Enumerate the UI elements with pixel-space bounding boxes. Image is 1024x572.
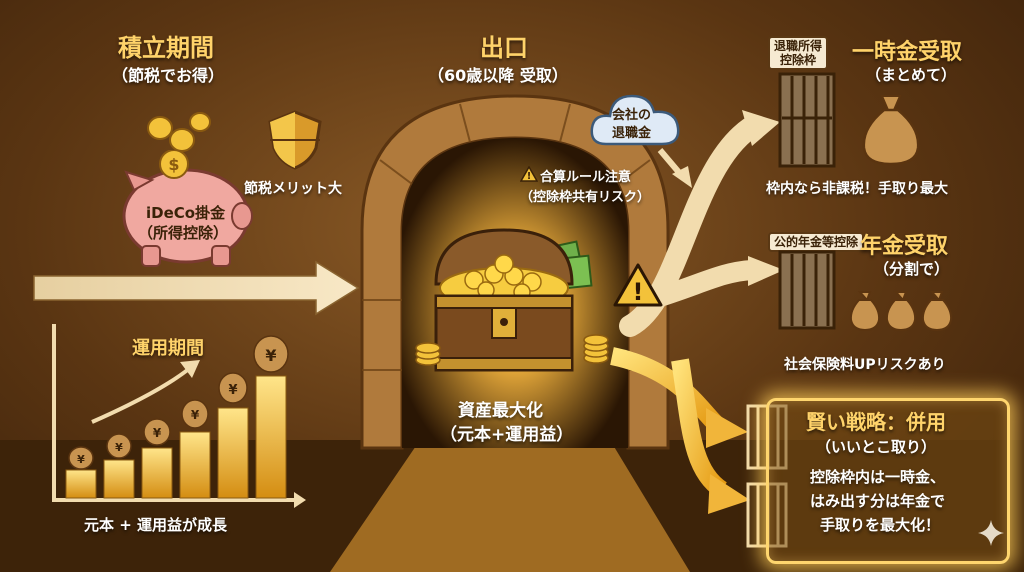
- gate-icon: [778, 72, 836, 168]
- treasure-chest-icon: [415, 228, 609, 372]
- warning-line2: （控除枠共有リスク）: [520, 190, 651, 205]
- accumulation-subtitle: （節税でお得）: [112, 66, 225, 85]
- strategy-line1: 控除枠内は一時金、: [810, 468, 946, 486]
- svg-text:!: !: [527, 171, 532, 182]
- svg-text:¥: ¥: [265, 346, 276, 365]
- svg-text:!: !: [633, 278, 644, 306]
- money-bag-icon: [68, 335, 289, 470]
- piggy-label-line2: （所得控除）: [138, 224, 229, 242]
- growth-bar: [179, 431, 211, 499]
- pension-title: 年金受取: [860, 234, 949, 259]
- strategy-line3: 手取りを最大化！: [820, 516, 941, 534]
- exit-title: 出口: [480, 34, 528, 62]
- lump-sum-subtitle: （まとめて）: [866, 66, 957, 84]
- svg-text:¥: ¥: [191, 408, 200, 422]
- treasure-line1: 資産最大化: [458, 401, 543, 421]
- lump-sum-tag-line2: 控除枠: [780, 53, 817, 67]
- pension-subtitle: （分割で）: [874, 260, 950, 278]
- lump-sum-tag: 退職所得 控除枠: [768, 36, 829, 70]
- strategy-box: [766, 398, 1010, 564]
- strategy-subtitle: （いいとこ取り）: [816, 438, 937, 456]
- growth-bar: [103, 459, 135, 499]
- gate-icon: [778, 250, 836, 330]
- cloud-line1: 会社の: [612, 108, 652, 123]
- lump-sum-tag-line1: 退職所得: [774, 39, 823, 53]
- investment-title: 運用期間: [132, 338, 204, 359]
- cloud-line2: 退職金: [612, 126, 652, 141]
- sparkle-icon: [978, 520, 1004, 546]
- treasure-line2: （元本+運用益）: [440, 425, 574, 445]
- warning-icon: !: [520, 166, 538, 182]
- tax-merit-label: 節税メリット大: [244, 181, 342, 197]
- svg-text:¥: ¥: [153, 426, 162, 440]
- warning-line1: 合算ルール注意: [540, 170, 632, 185]
- lump-sum-title: 一時金受取: [852, 40, 963, 65]
- shield-icon: [268, 110, 322, 170]
- growth-bar-chart: ¥ ¥ ¥ ¥ ¥ ¥: [52, 324, 306, 508]
- cloud-icon: [590, 94, 680, 146]
- svg-text:¥: ¥: [115, 441, 123, 454]
- piggy-label-line1: iDeCo掛金: [146, 204, 226, 222]
- svg-text:$: $: [168, 155, 179, 174]
- lump-sum-note: 枠内なら非課税！手取り最大: [766, 181, 948, 197]
- growth-bar: [217, 407, 249, 499]
- pension-tag: 公的年金等控除: [768, 232, 865, 252]
- strategy-title: 賢い戦略：併用: [806, 410, 946, 434]
- pension-note: 社会保険料UPリスクあり: [784, 357, 946, 373]
- money-bag-icon: [862, 95, 920, 166]
- svg-text:¥: ¥: [77, 453, 85, 466]
- investment-caption: 元本 + 運用益が成長: [84, 516, 228, 534]
- strategy-line2: はみ出す分は年金で: [810, 492, 946, 510]
- accumulation-title: 積立期間: [118, 34, 214, 62]
- growth-bar: [141, 447, 173, 499]
- growth-bar: [255, 375, 287, 499]
- svg-text:¥: ¥: [228, 383, 237, 398]
- warning-icon: !: [613, 263, 663, 307]
- exit-subtitle: （60歳以降 受取）: [428, 66, 568, 85]
- coin-icon: [147, 112, 211, 152]
- growth-bar: [65, 469, 97, 499]
- money-bag-icon: [849, 291, 953, 332]
- piggy-bank-icon: $: [122, 150, 253, 267]
